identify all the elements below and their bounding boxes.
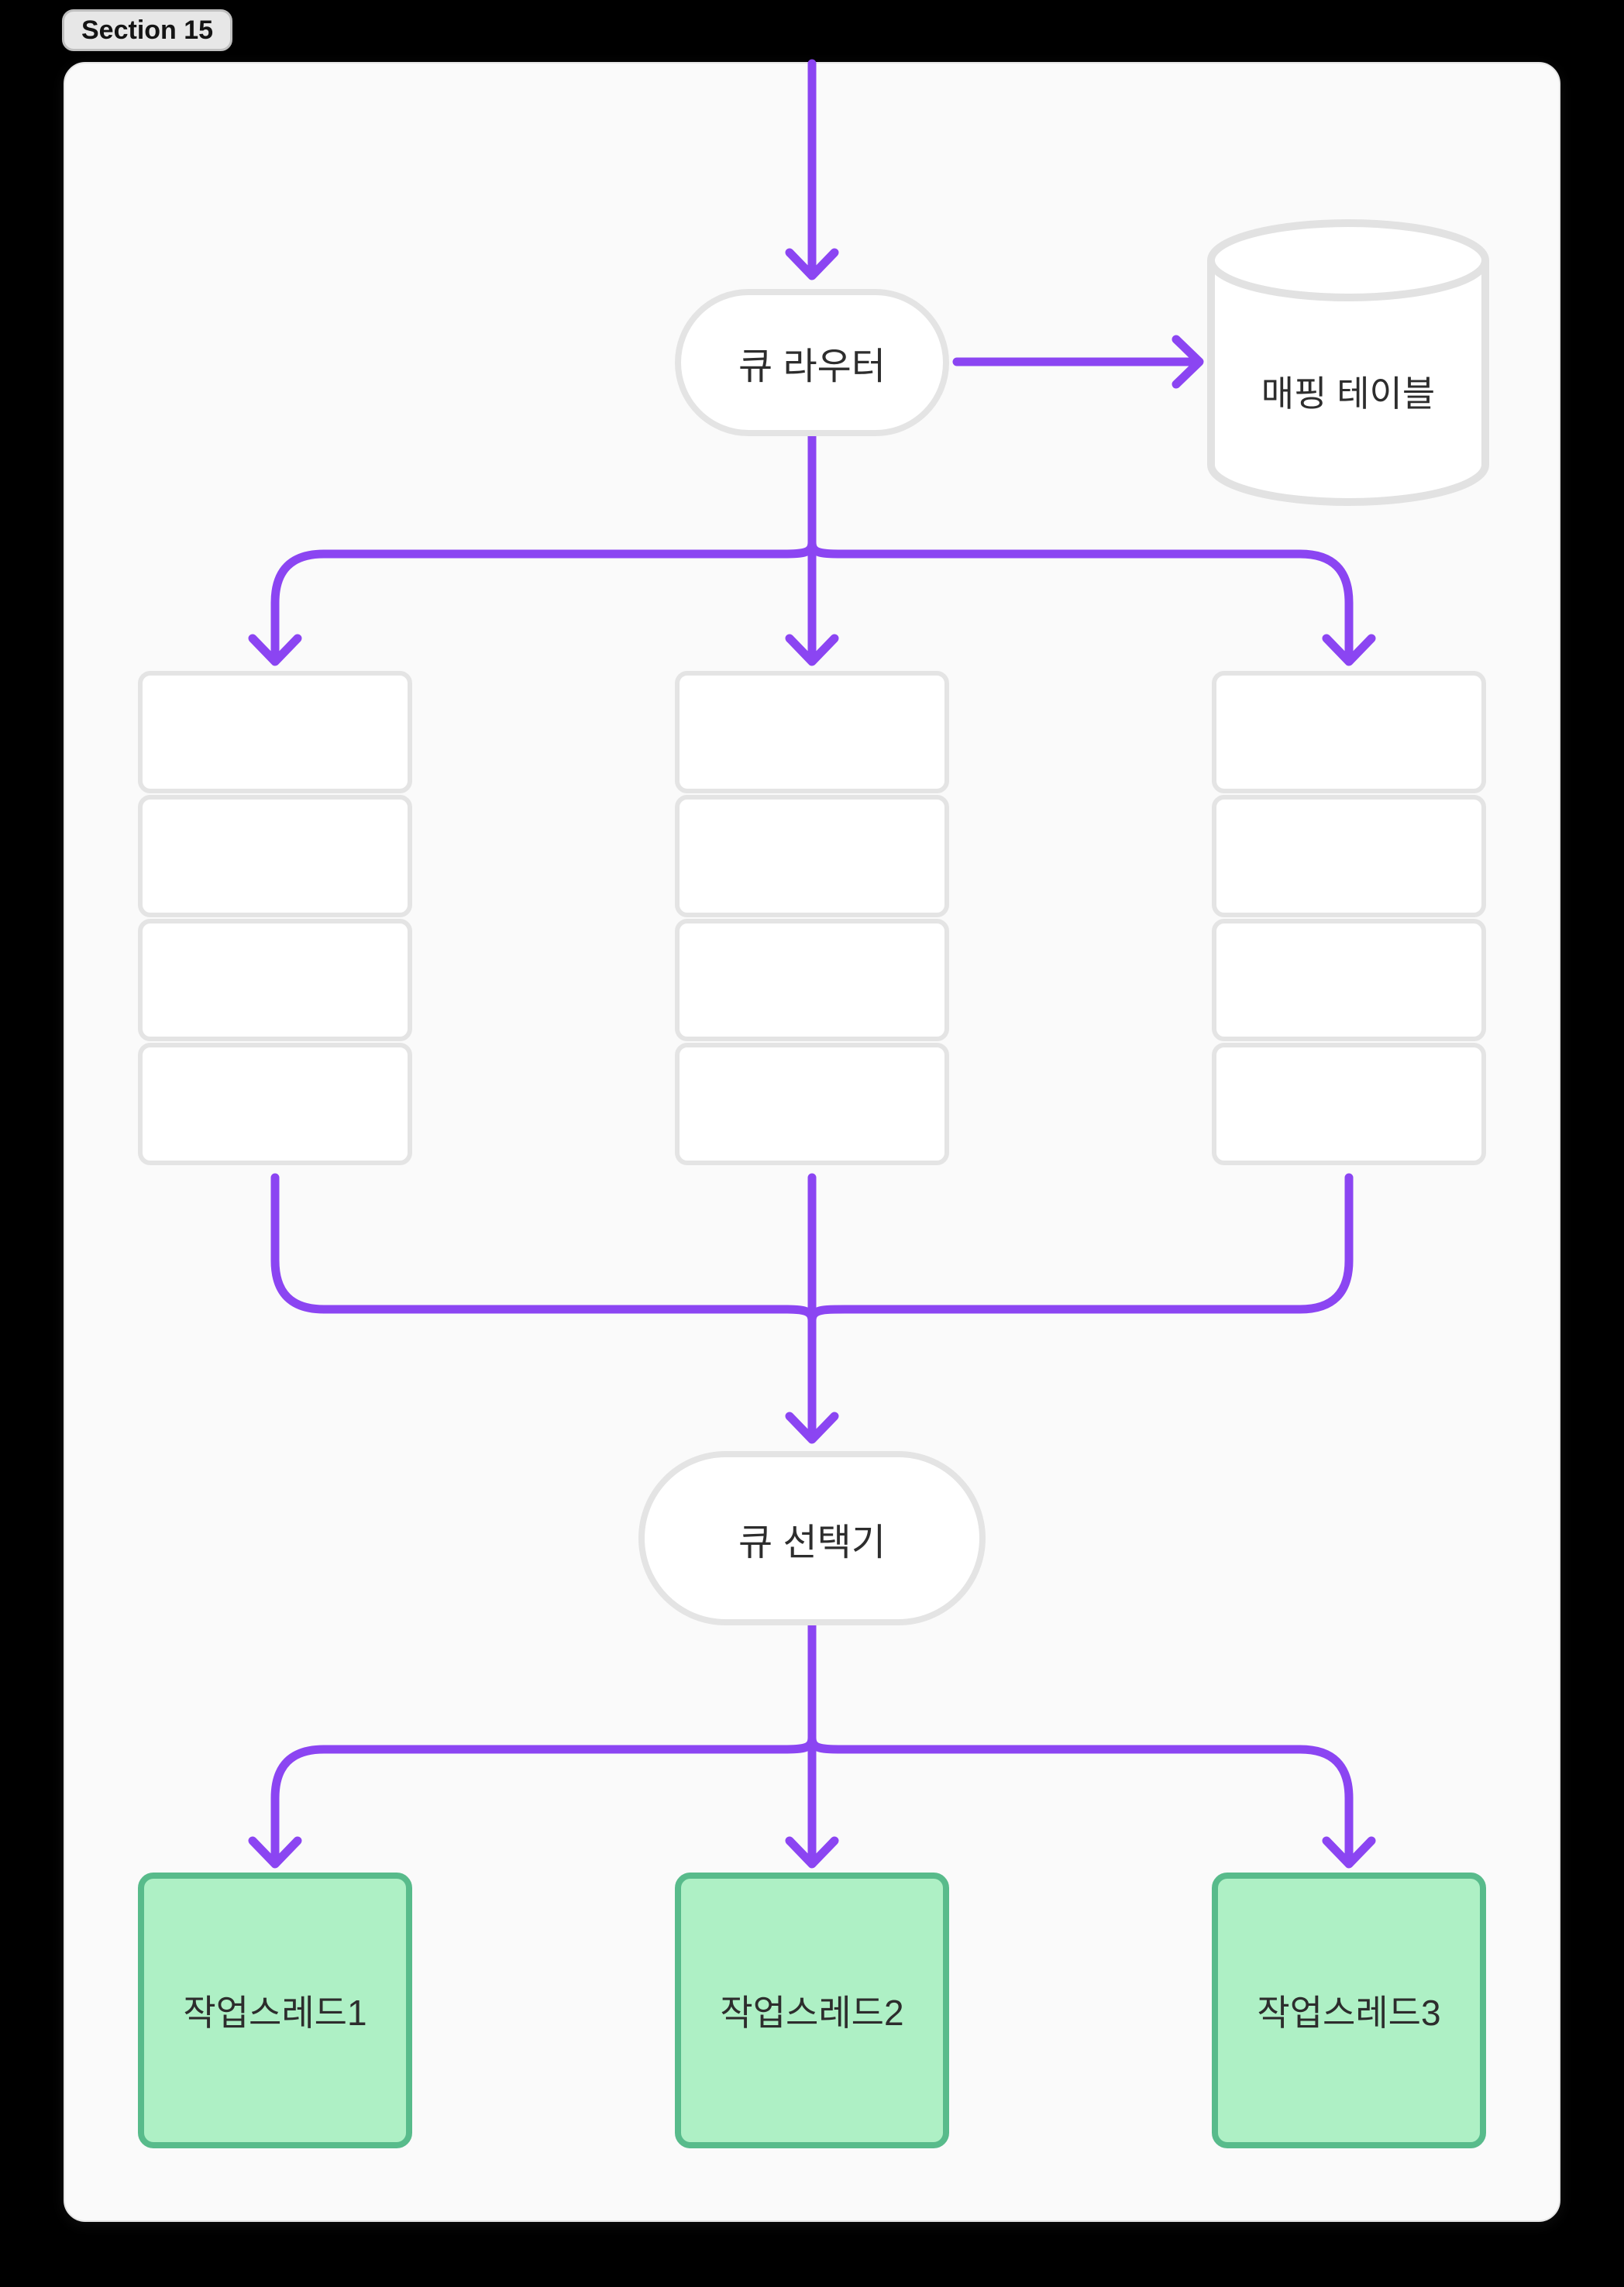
worker-thread-2-node: 작업스레드2 [675,1873,949,2148]
edge-router-to-queue-3 [807,538,1354,657]
queue-column [1212,671,1486,1165]
arrowhead-down-icon [785,248,839,280]
worker-thread-3-node: 작업스레드3 [1212,1873,1486,2148]
queue-column [675,671,949,1165]
arrowhead-down-icon [248,1836,302,1869]
queue-slot [675,919,949,1041]
edge-queue-3-to-selector [807,1173,1354,1326]
arrowhead-down-icon [1322,634,1376,666]
section-badge: Section 15 [62,9,233,51]
queue-slot [138,919,412,1041]
queue-column [138,671,412,1165]
arrowhead-down-icon [785,1412,839,1444]
edge-selector-to-worker-1 [270,1733,817,1859]
queue-slot [1212,919,1486,1041]
queue-router-node: 큐 라우터 [675,289,949,436]
arrowhead-down-icon [785,634,839,666]
mapping-table-label: 매핑 테이블 [1261,373,1436,414]
queue-slot [138,1043,412,1165]
queue-slot [675,671,949,793]
arrowhead-down-icon [1322,1836,1376,1869]
queue-slot [1212,795,1486,917]
arrowhead-down-icon [785,1836,839,1869]
edge-queue-1-to-selector [270,1173,817,1326]
queue-slot [675,1043,949,1165]
edge-router-to-queue-1 [270,538,817,657]
queue-selector-node: 큐 선택기 [638,1451,986,1625]
arrowhead-right-icon [1172,335,1204,389]
mapping-table-cylinder [1207,219,1489,506]
arrowhead-down-icon [248,634,302,666]
worker-thread-1-node: 작업스레드1 [138,1873,412,2148]
edge-selector-to-worker-3 [807,1733,1354,1859]
queue-slot [1212,1043,1486,1165]
queue-slot [138,671,412,793]
queue-slot [138,795,412,917]
queue-slot [1212,671,1486,793]
queue-slot [675,795,949,917]
